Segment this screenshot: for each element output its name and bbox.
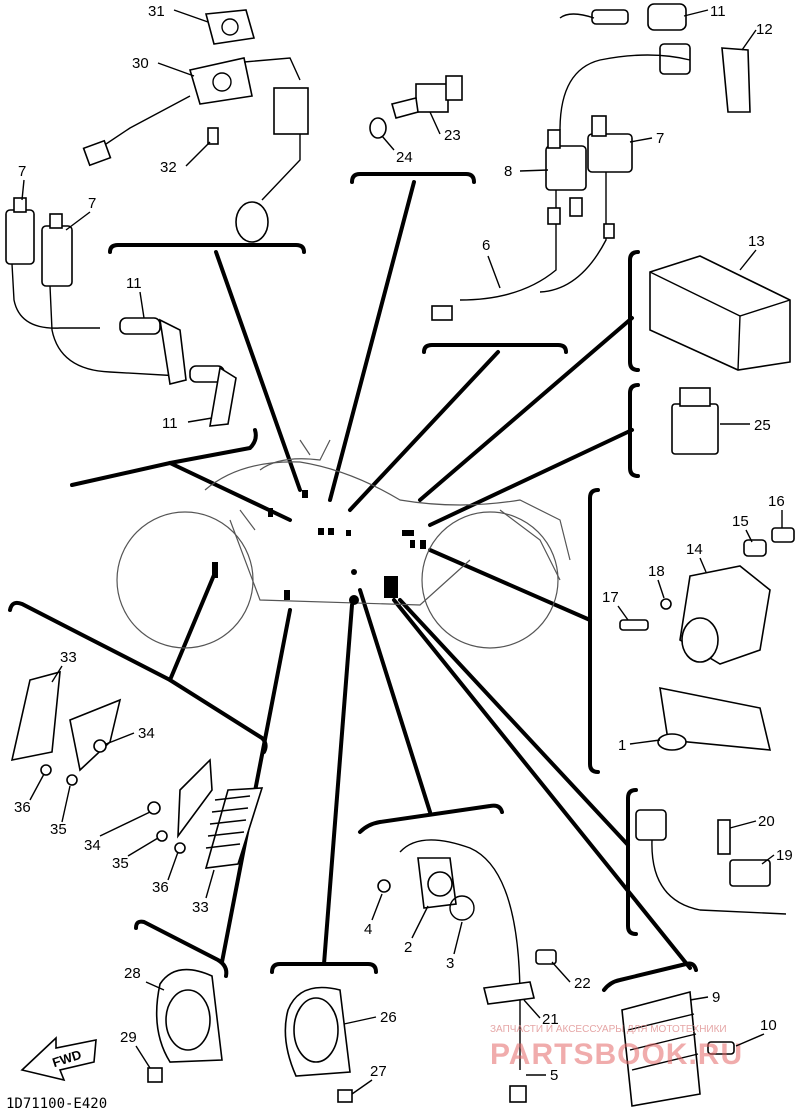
callout-4: 4	[364, 921, 372, 938]
callout-36-left: 36	[14, 799, 31, 816]
left-ignition-coils	[5, 197, 237, 427]
cdi-unit	[649, 255, 791, 371]
callout-7-left-a: 7	[18, 163, 26, 180]
right-ignition-coils	[431, 3, 751, 321]
callout-labels: 31 30 32 23 24 11 12 7 8 6 7 7 11 11 13 …	[14, 3, 793, 1095]
sensor-switch	[369, 75, 463, 139]
callout-14: 14	[686, 541, 703, 558]
horns	[147, 968, 353, 1103]
rectifier-regulator	[621, 990, 735, 1107]
speed-sensor	[635, 809, 787, 915]
fwd-arrow-icon: FWD	[20, 1036, 97, 1082]
callout-8: 8	[504, 163, 512, 180]
reflector-assemblies	[10, 670, 264, 869]
watermark: ЗАПЧАСТИ И АКСЕССУАРЫ ДЛЯ МОТОТЕХНИКИ PA…	[490, 1024, 743, 1071]
callout-2: 2	[404, 939, 412, 956]
callout-28: 28	[124, 965, 141, 982]
callout-11-top: 11	[710, 3, 726, 20]
callout-11-left-b: 11	[162, 415, 178, 432]
callout-31: 31	[148, 3, 165, 20]
callout-15: 15	[732, 513, 749, 530]
callout-13: 13	[748, 233, 765, 250]
callout-25: 25	[754, 417, 771, 434]
fuel-sender-assembly	[82, 9, 309, 243]
callout-16: 16	[768, 493, 785, 510]
relay	[671, 387, 719, 455]
callout-24: 24	[396, 149, 413, 166]
watermark-brand: PARTSBOOK.RU	[490, 1038, 743, 1071]
callout-18: 18	[648, 563, 665, 580]
callout-11-left-a: 11	[126, 275, 142, 292]
callout-9: 9	[712, 989, 720, 1006]
callout-22: 22	[574, 975, 591, 992]
callout-20: 20	[758, 813, 775, 830]
callout-33-right: 33	[192, 899, 209, 916]
callout-36-right: 36	[152, 879, 169, 896]
starter-relay-assembly	[619, 527, 795, 751]
callout-7-right: 7	[656, 130, 664, 147]
callout-34-left: 34	[138, 725, 155, 742]
callout-21: 21	[542, 1011, 559, 1028]
neutral-switch-assembly	[377, 839, 557, 1103]
motorcycle-frame-outline	[116, 439, 571, 649]
callout-3: 3	[446, 955, 454, 972]
callout-32: 32	[160, 159, 177, 176]
callout-10: 10	[760, 1017, 777, 1034]
callout-34-right: 34	[84, 837, 101, 854]
callout-6: 6	[482, 237, 490, 254]
callout-1: 1	[618, 737, 626, 754]
callout-33-left: 33	[60, 649, 77, 666]
callout-7-left-b: 7	[88, 195, 96, 212]
callout-23: 23	[444, 127, 461, 144]
callout-17: 17	[602, 589, 619, 606]
callout-19: 19	[776, 847, 793, 864]
watermark-caption: ЗАПЧАСТИ И АКСЕССУАРЫ ДЛЯ МОТОТЕХНИКИ	[490, 1024, 727, 1035]
diagram-code: 1D71100-E420	[6, 1096, 107, 1112]
callout-35-right: 35	[112, 855, 129, 872]
callout-35-left: 35	[50, 821, 67, 838]
leader-lines	[168, 180, 692, 970]
callout-5: 5	[550, 1067, 558, 1084]
callout-29: 29	[120, 1029, 137, 1046]
callout-12: 12	[756, 21, 773, 38]
callout-26: 26	[380, 1009, 397, 1026]
callout-27: 27	[370, 1063, 387, 1080]
callout-30: 30	[132, 55, 149, 72]
